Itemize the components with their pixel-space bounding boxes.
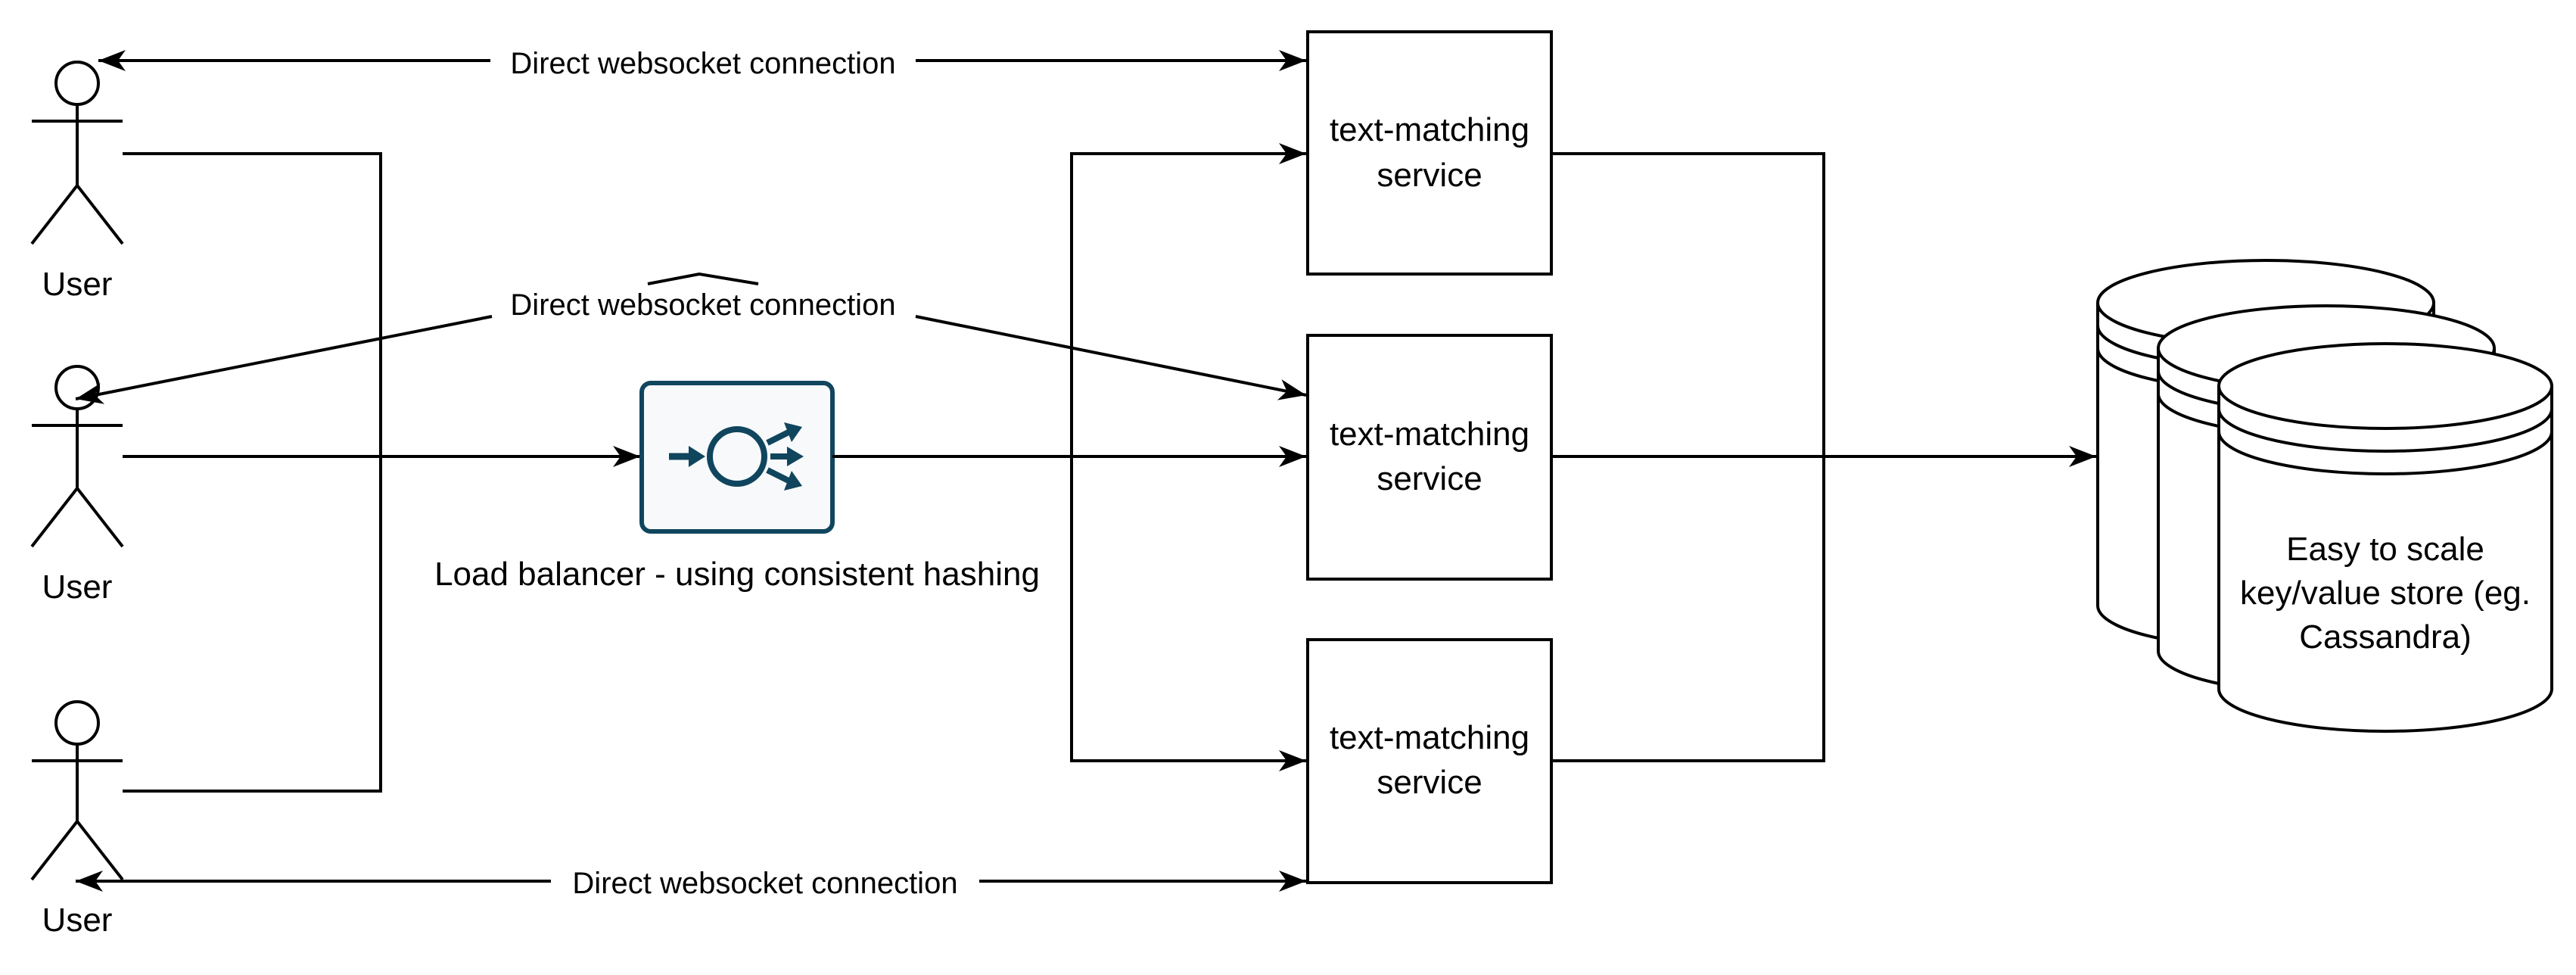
edge-label-background [490, 44, 916, 80]
service-label-line1: text-matching [1330, 719, 1529, 756]
text-matching-service-2: text-matching service [1306, 334, 1553, 581]
load-balancer: Load balancer - using consistent hashing [434, 381, 1040, 593]
lb-to-services-connectors [832, 143, 1306, 771]
edge-route-mark [647, 272, 759, 285]
service-label-line2: service [1377, 460, 1482, 497]
websocket-label: Direct websocket connection [510, 47, 895, 80]
websocket-connection-1: Direct websocket connection [98, 44, 1306, 80]
services-to-datastore-connectors [1551, 152, 2096, 762]
load-balancer-label: Load balancer - using consistent hashing [434, 556, 1040, 593]
service-box [1306, 30, 1553, 276]
service-label-line2: service [1377, 764, 1482, 801]
user-label: User [42, 266, 113, 303]
user-actor-1: User [30, 61, 124, 303]
websocket-connection-2: Direct websocket connection [75, 272, 1307, 404]
websocket-arrow-to-user [75, 315, 493, 404]
websocket-label: Direct websocket connection [572, 867, 957, 900]
database-cylinder-icon [2217, 342, 2553, 733]
user-icon [30, 700, 124, 881]
service-box [1306, 638, 1553, 884]
websocket-connection-3: Direct websocket connection [76, 864, 1306, 901]
load-balancer-symbol [669, 422, 804, 491]
text-matching-service-1: text-matching service [1306, 30, 1553, 276]
text-matching-service-3: text-matching service [1306, 638, 1553, 884]
user-icon [30, 61, 124, 245]
user-actor-3: User [30, 700, 124, 939]
datastore-label-line3: Cassandra) [2299, 618, 2471, 656]
datastore-label-line2: key/value store (eg. [2240, 575, 2531, 612]
datastore-label: Easy to scale key/value store (eg. Cassa… [2240, 531, 2531, 656]
service-label-line1: text-matching [1330, 111, 1529, 148]
user-label: User [42, 568, 113, 606]
user-actor-2: User [30, 365, 124, 606]
user1-bracket-line [123, 152, 382, 793]
edge-label-background [551, 864, 979, 901]
user-label: User [42, 902, 113, 939]
datastore [2096, 259, 2553, 733]
datastore-label-line1: Easy to scale [2286, 531, 2484, 568]
websocket-label: Direct websocket connection [510, 288, 895, 322]
user-to-lb-connectors [123, 152, 640, 793]
websocket-arrow-to-service [915, 315, 1307, 400]
service-box [1306, 334, 1553, 581]
service-label-line1: text-matching [1330, 416, 1529, 453]
service-label-line2: service [1377, 157, 1482, 194]
